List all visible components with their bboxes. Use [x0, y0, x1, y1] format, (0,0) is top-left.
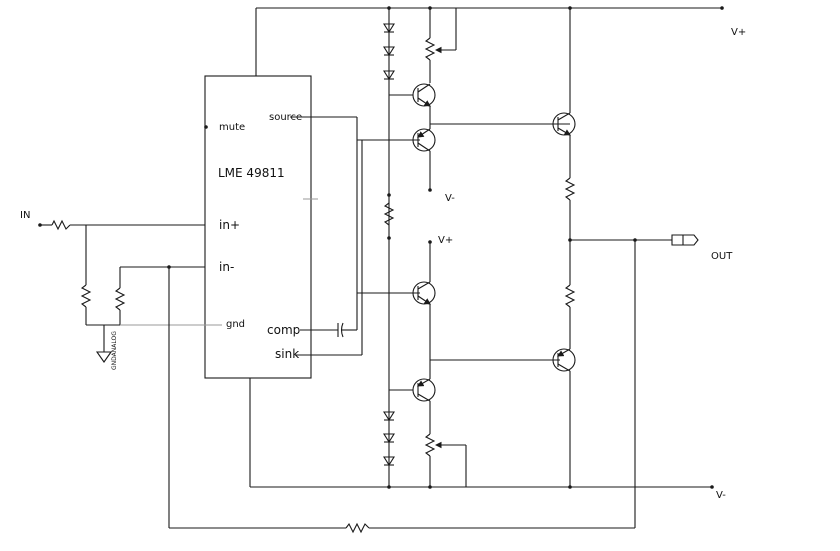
lower-emitter-resistor: [564, 284, 576, 308]
output-connector: [671, 234, 699, 246]
transistor-q1: [412, 83, 436, 124]
ic-lme49811: mute source LME 49811 in+ in- gnd comp s…: [204, 75, 318, 379]
upper-potentiometer: [424, 8, 457, 83]
diode-lower-2: [383, 433, 395, 444]
power-rails: V+ V-: [249, 6, 746, 501]
bias-resistor: [80, 284, 92, 308]
ic-part-name: LME 49811: [218, 166, 285, 180]
output-transistor-lower: [552, 284, 576, 487]
diode-lower-1: [383, 411, 395, 422]
feedback-resistor: [345, 522, 370, 534]
ic-body: [204, 75, 312, 379]
vminus-local-label: V-: [445, 193, 455, 204]
diode-lower-3: [383, 456, 395, 467]
bias-string-resistor: [383, 202, 395, 226]
lower-potentiometer: [424, 405, 467, 487]
diode-upper-3: [383, 70, 395, 81]
vplus-rail-label: V+: [731, 27, 746, 38]
vplus-local-label: V+: [438, 235, 453, 246]
pin-label-in-minus: in-: [219, 260, 234, 274]
input-label: IN: [20, 210, 30, 221]
transistor-q4: [412, 360, 436, 405]
feedback-shunt-resistor: [114, 287, 126, 311]
ground-symbol: [95, 351, 113, 363]
pin-label-sink: sink: [275, 347, 299, 361]
output-node: OUT: [568, 234, 733, 262]
diode-upper-1: [383, 23, 395, 34]
vminus-rail-label: V-: [716, 490, 726, 501]
output-transistor-upper: [552, 8, 576, 285]
ground-label: GNDANALOG: [111, 331, 118, 370]
diode-upper-2: [383, 46, 395, 57]
transistor-q2: V-: [412, 123, 570, 204]
comp-capacitor-plate-2: [340, 322, 344, 338]
input-network: IN GNDANALOG: [20, 210, 636, 534]
output-label: OUT: [711, 251, 733, 262]
pin-label-gnd: gnd: [226, 319, 245, 330]
upper-emitter-resistor: [564, 177, 576, 201]
input-resistor: [51, 219, 71, 231]
mute-pin-dot: [204, 125, 208, 129]
upper-bias-string: [383, 8, 413, 487]
transistor-q3: V+: [412, 235, 560, 361]
lower-pot-resistor: [424, 433, 436, 457]
pin-label-mute: mute: [219, 122, 245, 133]
pin-label-in-plus: in+: [219, 218, 240, 232]
upper-pot-resistor: [424, 37, 436, 61]
driver-connections: [290, 116, 420, 356]
pin-label-source: source: [269, 112, 302, 123]
pin-label-comp: comp: [267, 323, 300, 337]
